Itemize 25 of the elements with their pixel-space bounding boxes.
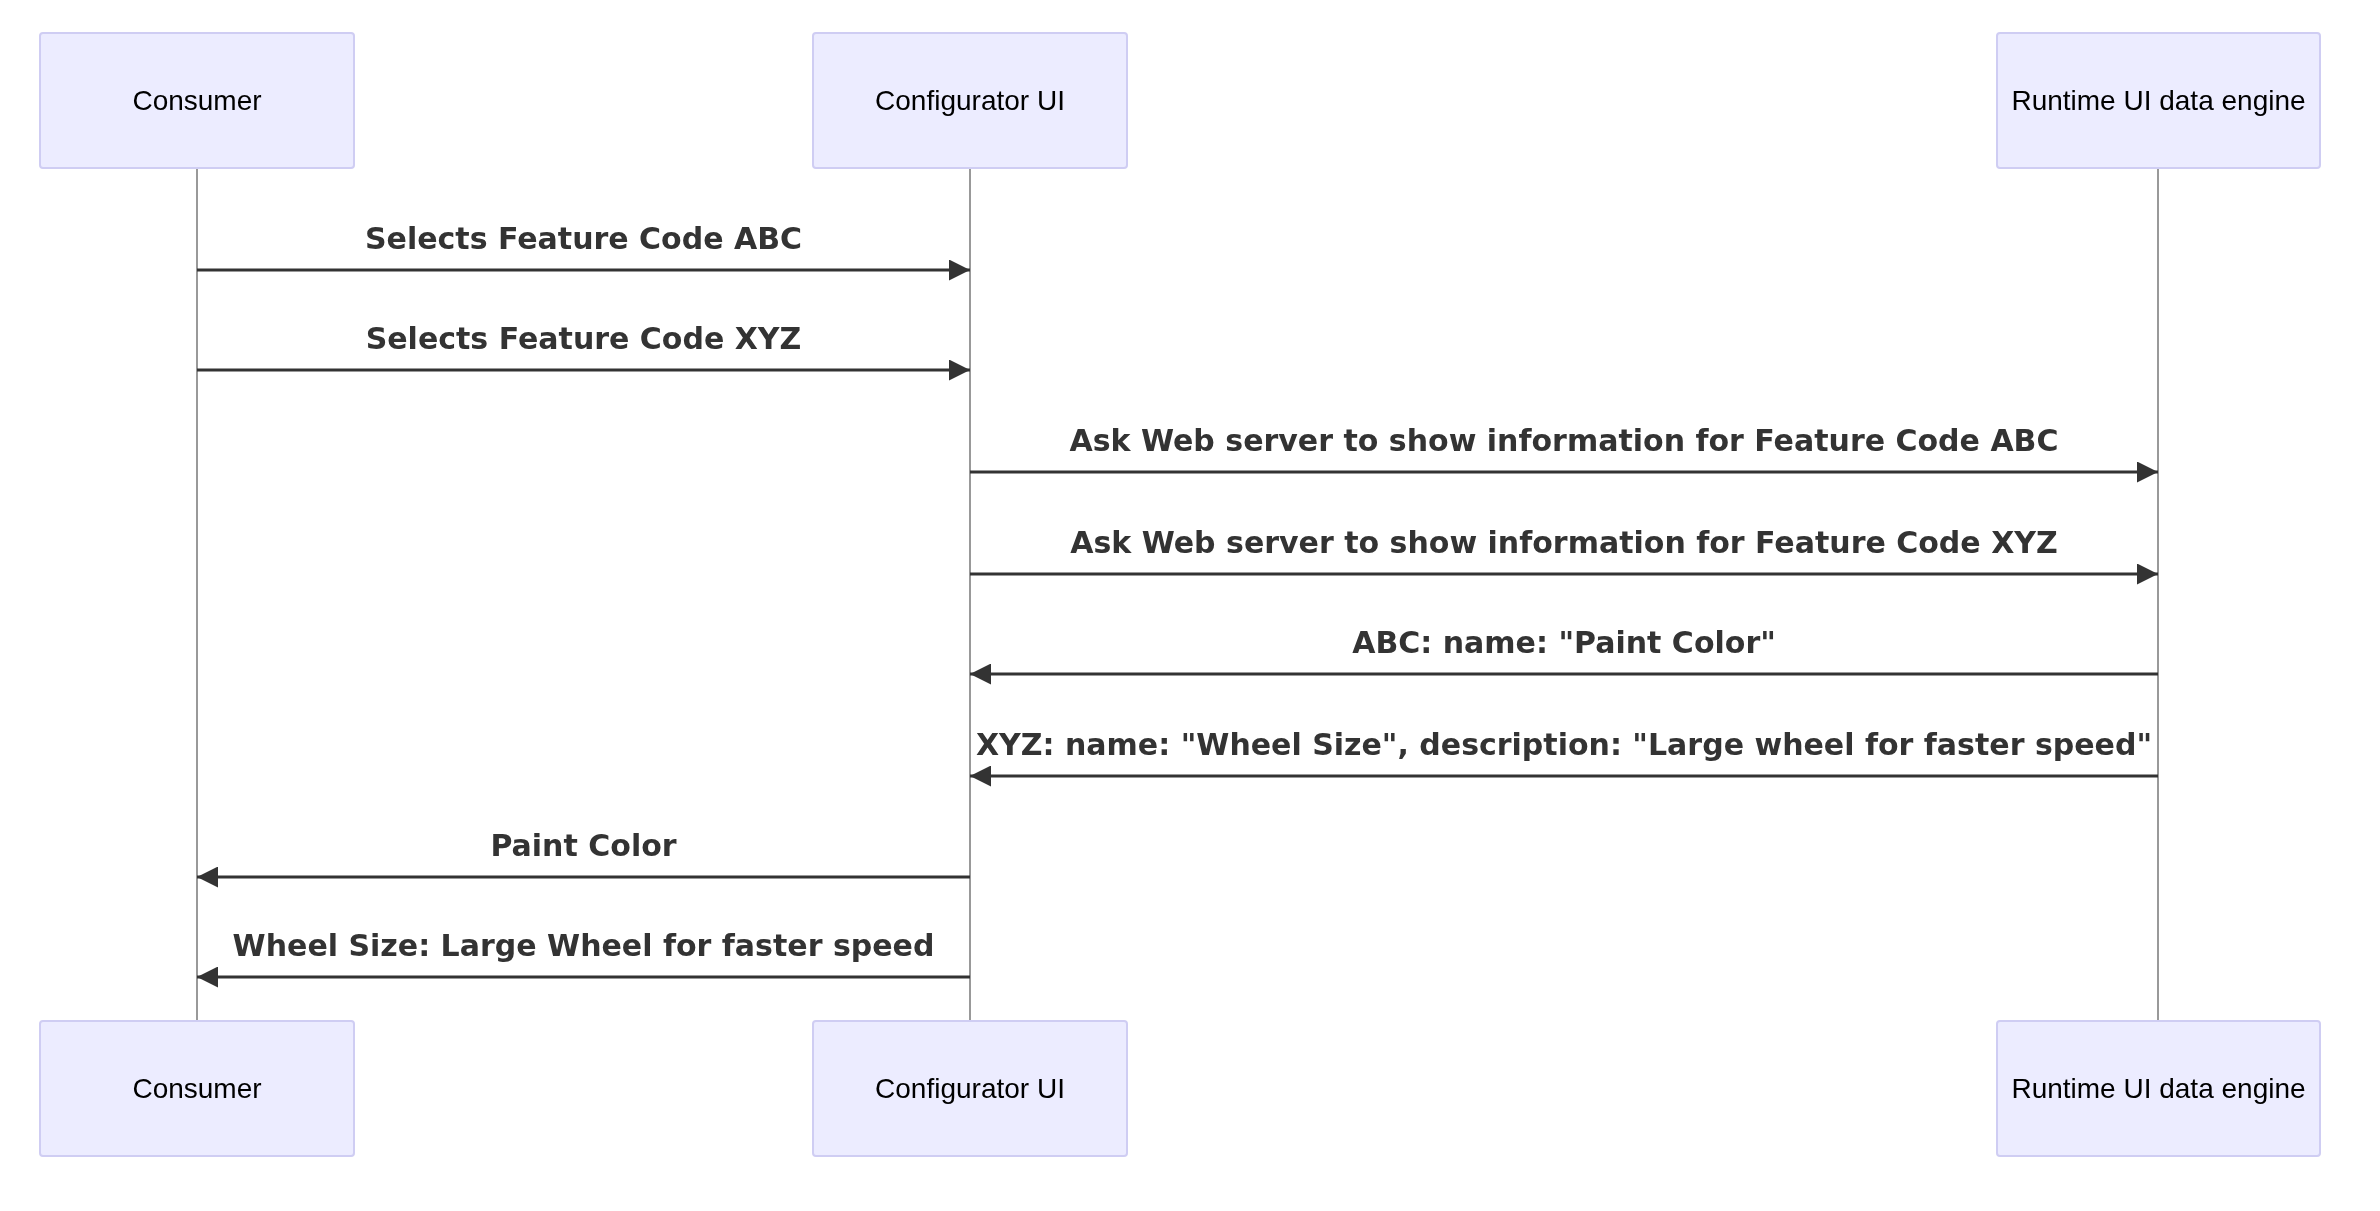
message-arrow [970,663,2158,685]
lifeline [2157,168,2159,1021]
participant-box: Consumer [39,32,355,169]
message-arrow [970,461,2158,483]
message-arrow [197,359,970,381]
message-arrow [197,259,970,281]
message-label: Ask Web server to show information for Feature Code XYZ [1070,526,2058,559]
participant-box: Consumer [39,1020,355,1157]
message-arrow [970,563,2158,585]
message-label: ABC: name: "Paint Color" [1352,626,1776,659]
message-arrow [970,765,2158,787]
message-label: Selects Feature Code XYZ [365,322,802,355]
message-label: Paint Color [490,829,677,862]
message-arrow [197,866,970,888]
participant-box: Runtime UI data engine [1996,1020,2321,1157]
participant-box: Configurator UI [812,32,1128,169]
lifeline [196,168,198,1021]
message-label: Selects Feature Code ABC [364,222,803,255]
participant-box: Configurator UI [812,1020,1128,1157]
message-arrow [197,966,970,988]
message-label: Ask Web server to show information for Feature Code ABC [1069,424,2059,457]
message-label: XYZ: name: "Wheel Size", description: "Large wheel for faster speed" [975,728,2153,761]
lifeline [969,168,971,1021]
message-label: Wheel Size: Large Wheel for faster speed [232,929,935,962]
participant-box: Runtime UI data engine [1996,32,2321,169]
